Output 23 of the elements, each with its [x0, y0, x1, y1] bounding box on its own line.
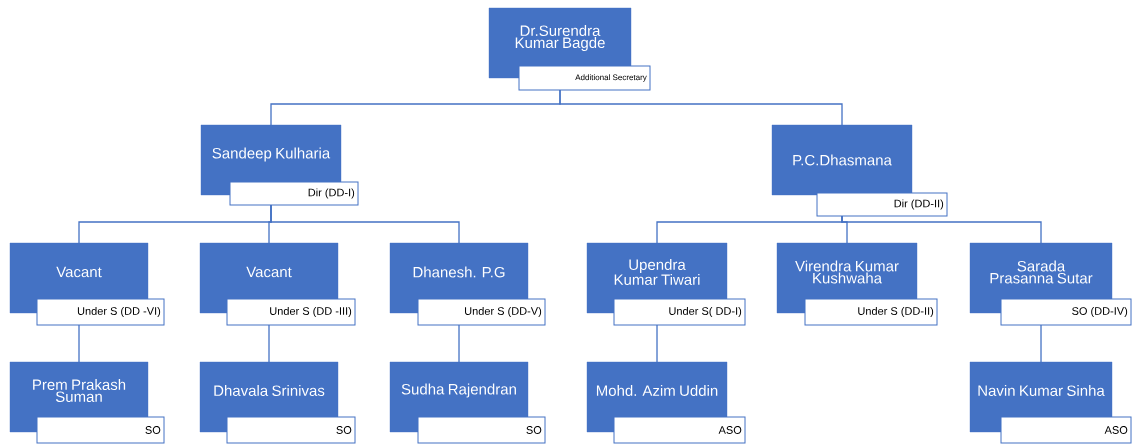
title-tag: SO — [36, 416, 165, 444]
title-tag: Dir (DD-I) — [229, 181, 359, 206]
title-tag: Under S (DD -VI) — [36, 298, 165, 326]
title-tag: Additional Secretary — [518, 65, 651, 91]
title-tag: Under S (DD-V) — [417, 298, 546, 326]
connector-line — [268, 324, 270, 363]
connector-line — [559, 89, 843, 126]
connector-line — [841, 215, 1042, 244]
title-tag: Under S( DD-I) — [613, 298, 746, 326]
title-tag: Under S (DD -III) — [226, 298, 356, 326]
title-tag: SO (DD-IV) — [1000, 298, 1132, 326]
connector-line — [270, 204, 460, 244]
title-tag: Dir (DD-II) — [816, 192, 948, 217]
connector-line — [656, 324, 658, 363]
title-tag: ASO — [1000, 416, 1132, 444]
connector-line — [1040, 324, 1042, 363]
title-tag: SO — [417, 416, 546, 444]
connector-line — [458, 324, 460, 363]
title-tag: ASO — [613, 416, 746, 444]
name-box: P.C.Dhasmana — [771, 124, 913, 196]
title-tag: SO — [226, 416, 356, 444]
connector-line — [78, 324, 80, 363]
title-tag: Under S (DD-II) — [804, 298, 938, 326]
